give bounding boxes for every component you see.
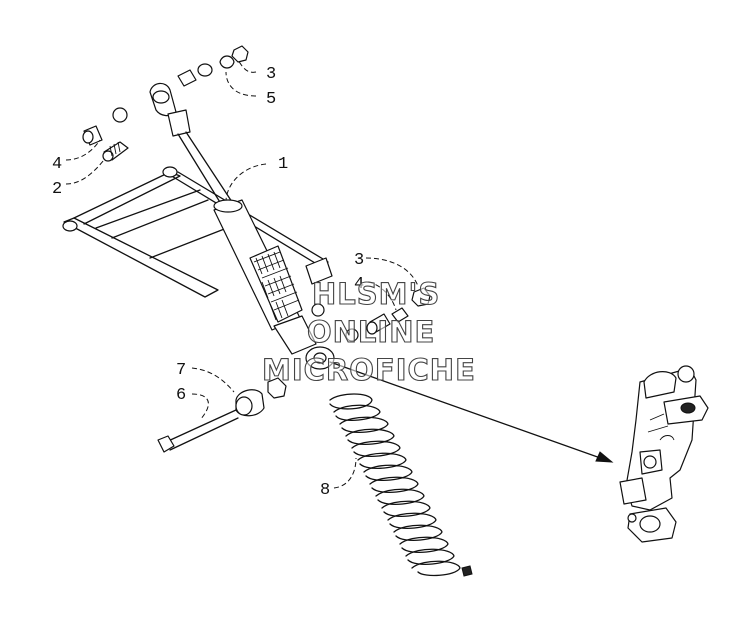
shock-grip-hatching (253, 251, 300, 321)
bolt-bushing-washer (157, 377, 287, 453)
callout-1: 1 (278, 155, 288, 174)
spindle-assembly (619, 365, 709, 543)
callout-6: 6 (176, 386, 186, 405)
callout-8: 8 (320, 481, 330, 500)
top-mount-hardware (82, 45, 249, 162)
mid-mount-hardware (311, 287, 431, 335)
callout-3-mid: 3 (354, 251, 364, 270)
callout-5: 5 (266, 90, 276, 109)
callout-4-top: 4 (52, 155, 62, 174)
watermark: HLSM'S ONLINE MICROFICHE (261, 276, 476, 387)
callout-3-top: 3 (266, 65, 276, 84)
watermark-line-2: ONLINE (307, 315, 435, 349)
callout-2: 2 (52, 180, 62, 199)
callout-7: 7 (176, 361, 186, 380)
callout-4-mid: 4 (354, 275, 364, 294)
watermark-line-1: HLSM'S (312, 277, 440, 311)
coil-spring (329, 393, 473, 577)
a-arm (62, 166, 333, 298)
callout-labels: 1 2 3 4 5 3 4 6 7 8 (52, 65, 364, 500)
assembly-arrow (329, 361, 614, 463)
leader-lines (65, 59, 419, 489)
shock-absorber (149, 82, 359, 370)
watermark-line-3: MICROFICHE (262, 353, 476, 387)
